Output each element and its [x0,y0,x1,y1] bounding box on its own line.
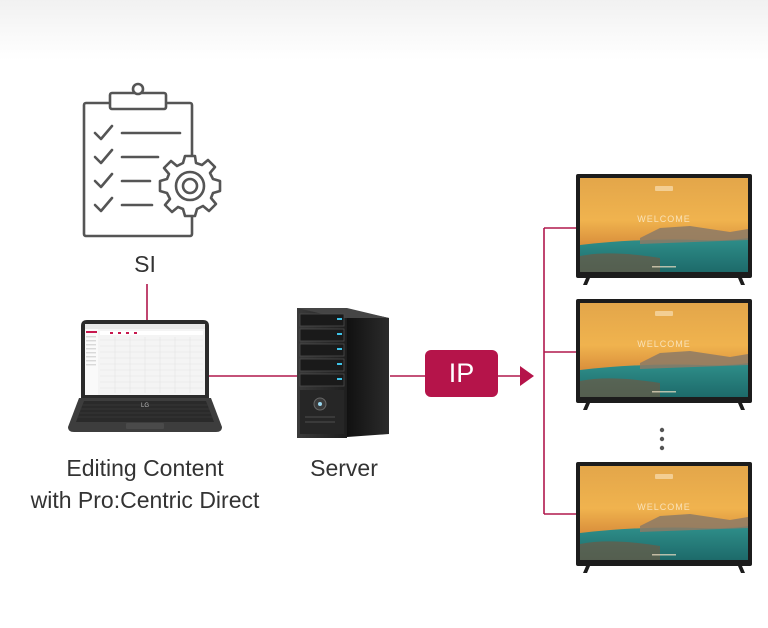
tv-welcome-text: WELCOME [637,339,691,349]
si-label: SI [134,251,156,277]
editing-content-label: Editing Content with Pro:Centric Direct [5,452,285,516]
server-tower-icon [297,308,389,438]
tv-welcome-text: WELCOME [637,214,691,224]
arrow-head-icon [520,366,534,386]
clipboard-gear-icon [82,82,222,238]
ip-badge: IP [425,350,498,397]
tv-icon: WELCOME [576,462,752,573]
tv-welcome-text: WELCOME [637,502,691,512]
vertical-ellipsis-icon [659,427,665,451]
tv-icon: WELCOME [576,174,752,285]
connector-lines [146,227,576,515]
laptop-logo: LG [141,403,149,409]
top-gradient-band [0,0,768,60]
editing-content-line1: Editing Content [66,455,224,481]
editing-content-line2: with Pro:Centric Direct [30,487,260,513]
laptop-icon: LG [68,320,222,432]
tv-icon: WELCOME [576,299,752,410]
server-label: Server [310,455,378,481]
